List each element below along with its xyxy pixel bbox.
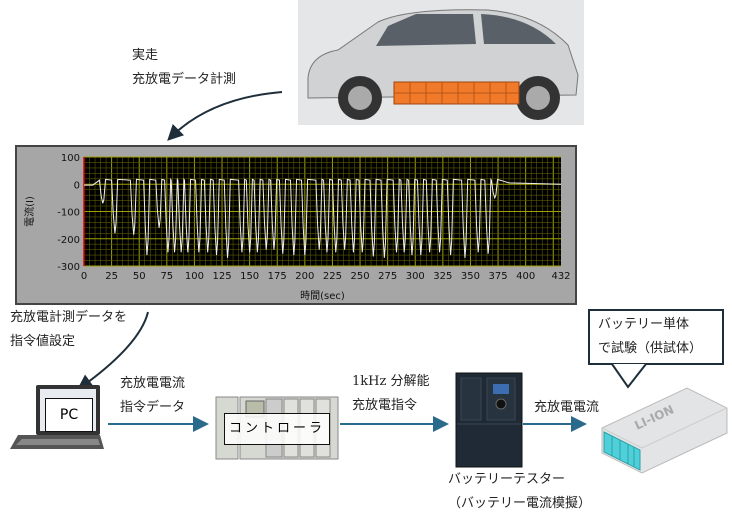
y-tick-label: -200 [57, 235, 80, 246]
controller-label: コントローラ [224, 413, 330, 445]
label-line: （バッテリー電流模擬） [448, 496, 592, 511]
car-image [298, 0, 584, 125]
x-tick-label: 75 [160, 271, 173, 282]
x-tick-label: 375 [489, 271, 508, 282]
label-line: 充放電計測データを [10, 310, 128, 325]
x-tick-label: 50 [133, 271, 146, 282]
label-line: 指令値設定 [10, 334, 76, 349]
pc-label: PC [45, 398, 93, 432]
x-tick-label: 350 [461, 271, 480, 282]
y-tick-label: -100 [57, 208, 80, 219]
label-line: 充放電指令 [352, 398, 418, 413]
x-axis-label: 時間(sec) [300, 290, 345, 302]
khz-command-label: 1kHz 分解能 充放電指令 [352, 370, 429, 418]
label-line: で試験（供試体） [598, 341, 703, 356]
label-line: 充放電データ計測 [132, 72, 237, 87]
x-tick-label: 300 [406, 271, 425, 282]
callout-box: バッテリー単体 で試験（供試体） [588, 309, 724, 365]
charge-current-label: 充放電電流 [534, 400, 600, 415]
x-tick-label: 25 [105, 271, 118, 282]
x-tick-label: 250 [350, 271, 369, 282]
y-tick-label: 100 [61, 153, 80, 164]
y-axis-label: 電流(I) [23, 196, 36, 227]
curved-arrow-top [167, 91, 283, 141]
x-tick-label: 100 [185, 271, 204, 282]
x-tick-label: 200 [295, 271, 314, 282]
x-tick-label: 125 [212, 271, 231, 282]
x-tick-label: 225 [323, 271, 342, 282]
current-command-label: 充放電電流 指令データ [120, 372, 185, 420]
label-line: バッテリーテスター [448, 472, 566, 487]
battery-tester-icon [455, 372, 523, 468]
set-command-label: 充放電計測データを 指令値設定 [10, 306, 127, 354]
curved-arrow-left [76, 311, 149, 391]
x-tick-label: 0 [81, 271, 87, 282]
current-chart: 0 25 50 75 100 125 150 175 200 225 250 275 300 325 350… [15, 145, 577, 305]
x-tick-label: 325 [433, 271, 452, 282]
x-tick-label: 175 [268, 271, 287, 282]
x-tick-label: 400 [516, 271, 535, 282]
label-line: 指令データ [120, 400, 186, 415]
x-tick-label: 432 [551, 271, 570, 282]
y-tick-label: -300 [57, 262, 80, 273]
current-trace [84, 177, 562, 258]
callout-tail [611, 363, 647, 389]
x-tick-label: 275 [378, 271, 397, 282]
x-tick-label: 150 [240, 271, 259, 282]
chart-svg: 0 25 50 75 100 125 150 175 200 225 250 275 300 325 350… [23, 153, 571, 302]
label-line: 実走 [132, 48, 159, 63]
label-line: バッテリー単体 [598, 317, 690, 332]
y-tick-label: 0 [74, 180, 80, 191]
label-line: 1kHz 分解能 [352, 374, 430, 389]
field-data-label: 実走 充放電データ計測 [132, 44, 236, 92]
label-line: 充放電電流 [120, 376, 186, 391]
tester-label: バッテリーテスター （バッテリー電流模擬） [448, 468, 591, 516]
li-ion-battery-icon: LI-ION [601, 387, 728, 474]
